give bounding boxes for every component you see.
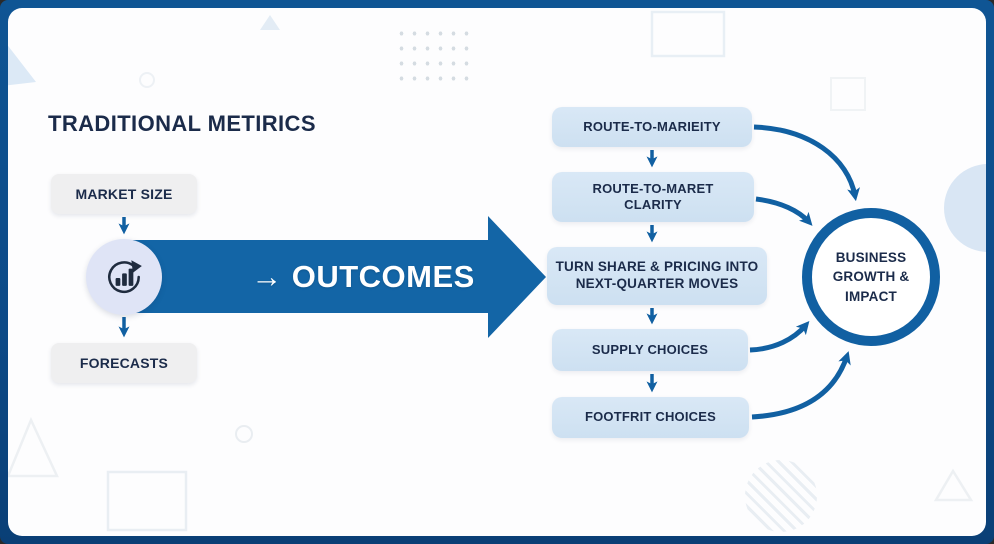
forecasts-label: FORECASTS — [79, 355, 169, 371]
box-label: ROUTE-TO-MARIEITY — [583, 118, 721, 134]
rectangle-decoration — [650, 10, 726, 58]
background-decorations — [8, 10, 986, 532]
circle-decoration — [139, 72, 155, 88]
curved-arrow — [753, 124, 860, 202]
bar-chart-growth-glyph — [108, 260, 142, 293]
footfrit-choices-box: FOOTFRIT CHOICES — [552, 397, 749, 438]
dot-grid-decoration — [395, 26, 477, 86]
flow-connectors — [118, 124, 860, 420]
circle-decoration — [944, 164, 986, 252]
turn-share-pricing-box: TURN SHARE & PRICING INTO NEXT-QUARTER M… — [547, 247, 767, 305]
supply-choices-box: SUPPLY CHOICES — [552, 329, 748, 371]
curved-arrow — [751, 351, 851, 420]
curved-arrow — [749, 321, 810, 353]
market-size-box: MARKET SIZE — [51, 174, 197, 214]
box-label: SUPPLY CHOICES — [591, 341, 709, 357]
triangle-decoration — [260, 15, 280, 30]
square-decoration — [830, 77, 866, 111]
circle-decoration — [235, 425, 253, 443]
slide-title: TRADITIONAL METIRICS — [48, 111, 316, 136]
bar-chart-growth-icon — [86, 239, 162, 315]
triangle-decoration — [933, 468, 974, 502]
forecasts-box: FORECASTS — [51, 343, 197, 383]
market-size-label: MARKET SIZE — [75, 186, 173, 202]
curved-arrow — [755, 196, 813, 226]
outcomes-arrow-shape — [124, 216, 546, 338]
triangle-decoration — [8, 45, 36, 86]
business-growth-impact-circle: BUSINESS GROWTH & IMPACT — [802, 208, 940, 346]
route-to-maret-clarity-box: ROUTE-TO-MARET CLARITY — [552, 172, 754, 222]
outcomes-arrow-label: → OUTCOMES — [251, 258, 475, 294]
box-label: FOOTFRIT CHOICES — [584, 409, 717, 425]
striped-circle-decoration — [745, 460, 817, 532]
box-label: TURN SHARE & PRICING INTO NEXT-QUARTER M… — [555, 259, 759, 291]
rectangle-decoration — [106, 470, 188, 532]
goal-label: BUSINESS GROWTH & IMPACT — [832, 249, 910, 304]
triangle-decoration — [8, 416, 59, 478]
box-label: ROUTE-TO-MARET CLARITY — [592, 180, 714, 212]
slide-card: TRADITIONAL METIRICS MARKET SIZE FORECAS… — [8, 8, 986, 536]
route-to-marieity-box: ROUTE-TO-MARIEITY — [552, 107, 752, 147]
